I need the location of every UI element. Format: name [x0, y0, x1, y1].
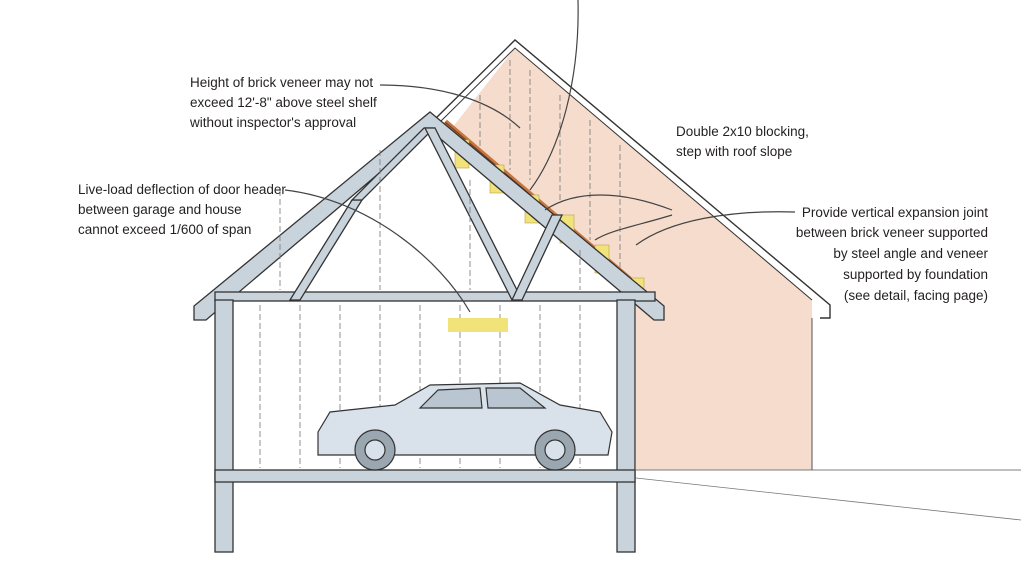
door-header	[448, 318, 508, 332]
svg-text:between brick veneer supported: between brick veneer supported	[796, 225, 988, 240]
svg-text:step with roof slope: step with roof slope	[676, 144, 792, 159]
svg-text:Double 2x10 blocking,: Double 2x10 blocking,	[676, 124, 809, 139]
svg-text:between garage and house: between garage and house	[78, 202, 242, 217]
leader-expansion-joint	[635, 211, 796, 246]
svg-text:by steel angle and veneer: by steel angle and veneer	[833, 246, 988, 261]
leader-brick-height	[379, 84, 521, 129]
garage-left-wall	[214, 299, 234, 553]
svg-text:exceed 12'-8" above steel shel: exceed 12'-8" above steel shelf	[190, 95, 377, 110]
leader-blocking-1	[544, 194, 673, 211]
svg-text:Height of brick veneer may not: Height of brick veneer may not	[190, 75, 373, 90]
svg-text:supported by foundation: supported by foundation	[843, 267, 988, 282]
svg-text:Provide vertical expansion joi: Provide vertical expansion joint	[802, 205, 988, 220]
annotation-door-header: Live-load deflection of door header betw…	[78, 182, 286, 237]
leader-top	[529, 0, 579, 191]
svg-text:without inspector's approval: without inspector's approval	[189, 115, 356, 130]
house-studs	[479, 60, 621, 270]
annotation-blocking: Double 2x10 blocking, step with roof slo…	[676, 124, 809, 159]
garage-truss	[193, 111, 665, 321]
car	[317, 382, 613, 471]
annotation-brick-height: Height of brick veneer may not exceed 12…	[189, 75, 377, 130]
leader-door-header	[284, 189, 471, 313]
leader-blocking-2	[594, 214, 673, 241]
svg-text:(see detail, facing page): (see detail, facing page)	[844, 288, 988, 303]
annotation-expansion-joint: Provide vertical expansion joint between…	[796, 205, 989, 303]
brick-veneer-wall	[452, 48, 812, 470]
svg-text:Live-load deflection of door h: Live-load deflection of door header	[78, 182, 286, 197]
garage-floor	[214, 469, 636, 483]
svg-text:cannot exceed 1/600 of span: cannot exceed 1/600 of span	[78, 222, 251, 237]
house-roof	[431, 39, 831, 319]
garage-right-wall	[616, 299, 636, 553]
